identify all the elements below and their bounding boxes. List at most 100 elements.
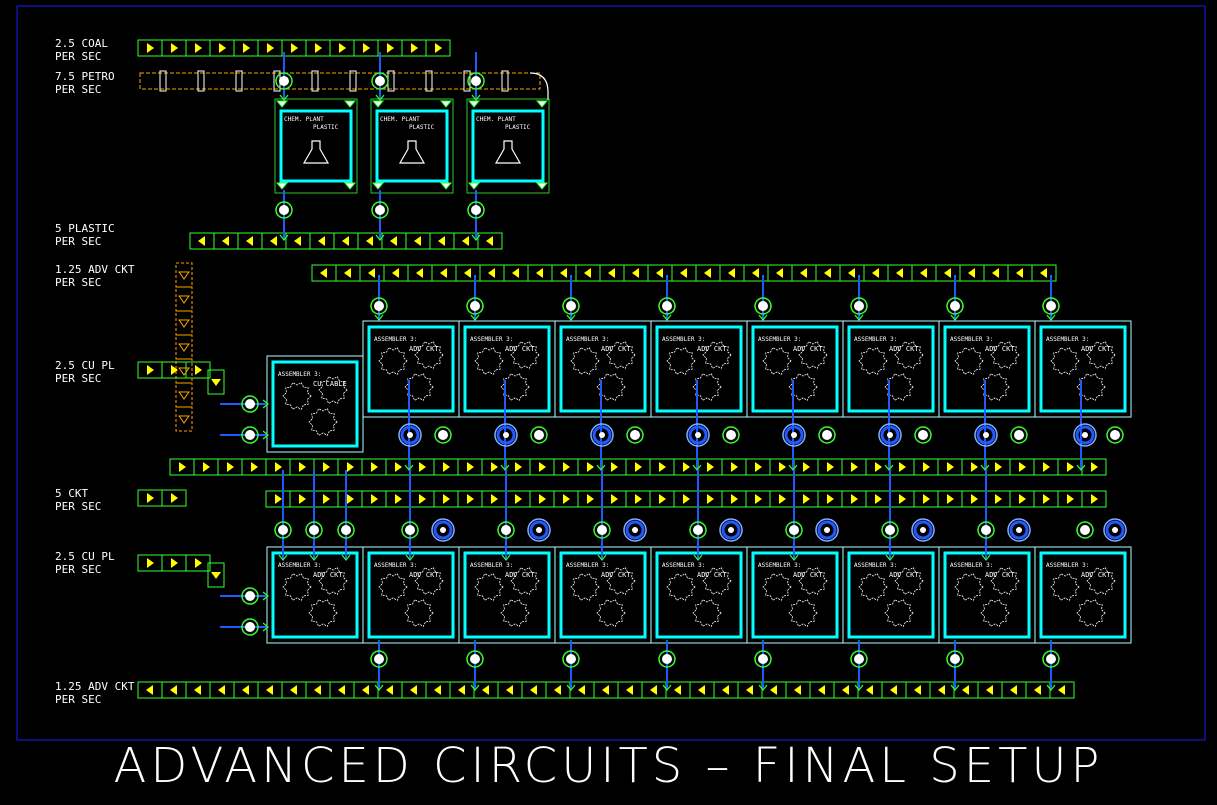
- pipe-port: [439, 100, 453, 108]
- arrow-icon: [195, 365, 202, 375]
- gear-icon: [1076, 373, 1106, 401]
- arrow-icon: [171, 493, 178, 503]
- arrow-icon: [770, 685, 777, 695]
- pipe-port: [467, 100, 481, 108]
- gear-icon: [308, 599, 338, 627]
- gear-icon: [692, 373, 722, 401]
- arrow-icon: [602, 685, 609, 695]
- machine-recipe: ADV CKT: [601, 345, 631, 353]
- assembler-adv-ckt: ASSEMBLER 3:ADV CKT: [746, 546, 844, 644]
- inserter: [220, 399, 269, 409]
- arrow-icon: [971, 494, 978, 504]
- arrow-icon: [178, 319, 190, 328]
- arrow-icon: [486, 236, 493, 246]
- arrow-icon: [800, 268, 807, 278]
- arrow-icon: [698, 685, 705, 695]
- arrow-icon: [899, 494, 906, 504]
- arrow-icon: [290, 685, 297, 695]
- adv-ckt-top-belt: [311, 264, 1057, 282]
- arrow-icon: [587, 462, 594, 472]
- arrow-icon: [803, 494, 810, 504]
- power-pole: [305, 521, 323, 539]
- power-pole: [241, 587, 259, 605]
- substation: [974, 423, 998, 447]
- belt-segment: [161, 489, 187, 507]
- pipe-joint: [159, 70, 167, 92]
- inserter: [470, 640, 480, 691]
- machine-recipe: ADV CKT: [697, 571, 727, 579]
- pipe-port: [467, 182, 481, 190]
- arrow-icon: [178, 391, 190, 400]
- pipe-joint: [387, 70, 395, 92]
- arrow-icon: [659, 494, 666, 504]
- belt-segment: [175, 406, 193, 432]
- machine-recipe: ADV CKT: [889, 345, 919, 353]
- assembler-adv-ckt: ASSEMBLER 3:ADV CKT: [554, 546, 652, 644]
- gear-icon: [884, 599, 914, 627]
- gear-icon: [858, 347, 888, 375]
- power-pole: [785, 521, 803, 539]
- arrow-icon: [344, 268, 351, 278]
- arrow-icon: [368, 268, 375, 278]
- power-pole: [241, 395, 259, 413]
- machine-label: CHEM. PLANT: [284, 116, 324, 123]
- pipe-joint: [501, 70, 509, 92]
- belt-segment: [477, 232, 503, 250]
- power-pole: [562, 650, 580, 668]
- machine-recipe: ADV CKT: [409, 571, 439, 579]
- gear-icon: [762, 347, 792, 375]
- gear-icon: [606, 567, 636, 595]
- assembler-adv-ckt: ASSEMBLER 3:ADV CKT: [650, 320, 748, 418]
- arrow-icon: [611, 494, 618, 504]
- pipe-port: [275, 100, 289, 108]
- power-pole: [434, 426, 452, 444]
- arrow-icon: [995, 462, 1002, 472]
- arrow-icon: [899, 462, 906, 472]
- arrow-icon: [291, 43, 298, 53]
- inserter: [693, 470, 703, 561]
- gear-icon: [596, 599, 626, 627]
- arrow-icon: [1040, 268, 1047, 278]
- arrow-icon: [875, 494, 882, 504]
- power-pole: [467, 201, 485, 219]
- gear-icon: [980, 373, 1010, 401]
- arrow-icon: [299, 462, 306, 472]
- arrow-icon: [435, 43, 442, 53]
- belt-segment: [175, 286, 193, 312]
- arrow-icon: [560, 268, 567, 278]
- arrow-icon: [443, 494, 450, 504]
- arrow-icon: [512, 268, 519, 278]
- arrow-icon: [824, 268, 831, 278]
- arrow-icon: [246, 236, 253, 246]
- power-pole: [241, 618, 259, 636]
- inserter: [854, 640, 864, 691]
- gear-icon: [954, 573, 984, 601]
- arrow-icon: [587, 494, 594, 504]
- power-pole: [371, 72, 389, 90]
- arrow-icon: [178, 295, 190, 304]
- assembler-adv-ckt: ASSEMBLER 3:ADV CKT: [458, 546, 556, 644]
- arrow-icon: [411, 43, 418, 53]
- power-pole: [658, 650, 676, 668]
- substation: [815, 518, 839, 542]
- power-pole: [977, 521, 995, 539]
- gear-icon: [1076, 599, 1106, 627]
- power-pole: [593, 521, 611, 539]
- arrow-icon: [458, 685, 465, 695]
- inserter: [341, 470, 351, 561]
- power-pole: [754, 297, 772, 315]
- arrow-icon: [944, 268, 951, 278]
- arrow-icon: [266, 685, 273, 695]
- belt-segment: [175, 382, 193, 408]
- belt-segment: [175, 310, 193, 336]
- arrow-icon: [779, 494, 786, 504]
- arrow-icon: [776, 268, 783, 278]
- arrow-icon: [1067, 494, 1074, 504]
- machine-label: ASSEMBLER 3:: [470, 336, 513, 343]
- arrow-icon: [530, 685, 537, 695]
- arrow-icon: [971, 462, 978, 472]
- substation: [1103, 518, 1127, 542]
- arrow-icon: [563, 462, 570, 472]
